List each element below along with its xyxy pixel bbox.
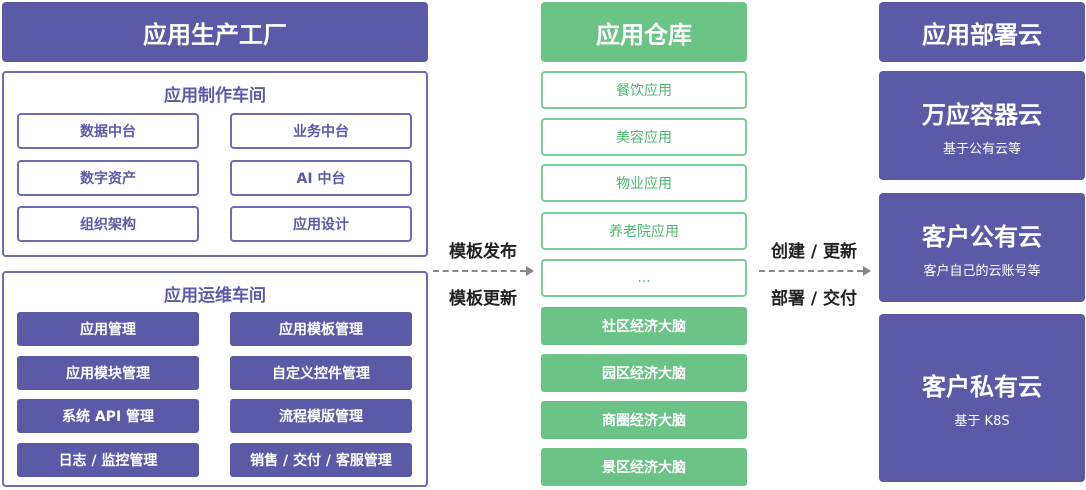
- right-arrowhead-icon: [863, 266, 871, 276]
- deploy-header: 应用部署云: [879, 2, 1085, 62]
- cloud-wanying-container: 万应容器云 基于公有云等: [879, 71, 1085, 180]
- warehouse-item-property: 物业应用: [541, 164, 747, 202]
- publish-template-label: 模板发布: [449, 241, 517, 262]
- ops-item-module-management: 应用模块管理: [17, 356, 199, 390]
- ops-item-system-api-management: 系统 API 管理: [17, 399, 199, 433]
- production-item-data-platform: 数据中台: [17, 113, 199, 149]
- warehouse-item-business-district-brain: 商圈经济大脑: [541, 401, 747, 439]
- operations-workshop-title: 应用运维车间: [164, 285, 266, 306]
- warehouse-item-park-brain: 园区经济大脑: [541, 354, 747, 392]
- ops-item-log-monitor-management: 日志 / 监控管理: [17, 443, 199, 477]
- cloud-customer-public: 客户公有云 客户自己的云账号等: [879, 193, 1085, 302]
- warehouse-item-community-brain: 社区经济大脑: [541, 307, 747, 345]
- cloud-subtitle: 基于公有云等: [942, 141, 1021, 157]
- right-connector-line: [759, 270, 863, 272]
- cloud-customer-private: 客户私有云 基于 K8S: [879, 314, 1085, 482]
- left-connector-line: [433, 270, 526, 272]
- production-item-org-structure: 组织架构: [17, 206, 199, 242]
- warehouse-item-catering: 餐饮应用: [541, 71, 747, 109]
- factory-header: 应用生产工厂: [2, 2, 428, 62]
- ops-item-custom-control-management: 自定义控件管理: [230, 356, 412, 390]
- production-item-digital-assets: 数字资产: [17, 160, 199, 196]
- ops-item-process-template-management: 流程模版管理: [230, 399, 412, 433]
- cloud-subtitle: 客户自己的云账号等: [923, 263, 1041, 279]
- cloud-subtitle: 基于 K8S: [954, 414, 1010, 429]
- ops-item-app-management: 应用管理: [17, 312, 199, 346]
- cloud-title: 客户私有云: [922, 373, 1042, 401]
- warehouse-item-beauty: 美容应用: [541, 118, 747, 156]
- cloud-title: 客户公有云: [922, 222, 1042, 251]
- warehouse-header: 应用仓库: [541, 2, 747, 62]
- ops-item-sales-delivery-service-management: 销售 / 交付 / 客服管理: [230, 443, 412, 477]
- warehouse-item-nursing-home: 养老院应用: [541, 212, 747, 250]
- create-update-label: 创建 / 更新: [770, 241, 858, 262]
- left-arrowhead-icon: [526, 266, 534, 276]
- ops-item-template-management: 应用模板管理: [230, 312, 412, 346]
- cloud-title: 万应容器云: [922, 100, 1042, 129]
- warehouse-item-more: ...: [541, 259, 747, 297]
- deploy-deliver-label: 部署 / 交付: [770, 288, 858, 309]
- update-template-label: 模板更新: [449, 288, 517, 309]
- warehouse-item-scenic-area-brain: 景区经济大脑: [541, 448, 747, 486]
- production-item-app-design: 应用设计: [230, 206, 412, 242]
- production-item-business-platform: 业务中台: [230, 113, 412, 149]
- production-item-ai-platform: AI 中台: [230, 160, 412, 196]
- production-workshop-title: 应用制作车间: [164, 85, 266, 106]
